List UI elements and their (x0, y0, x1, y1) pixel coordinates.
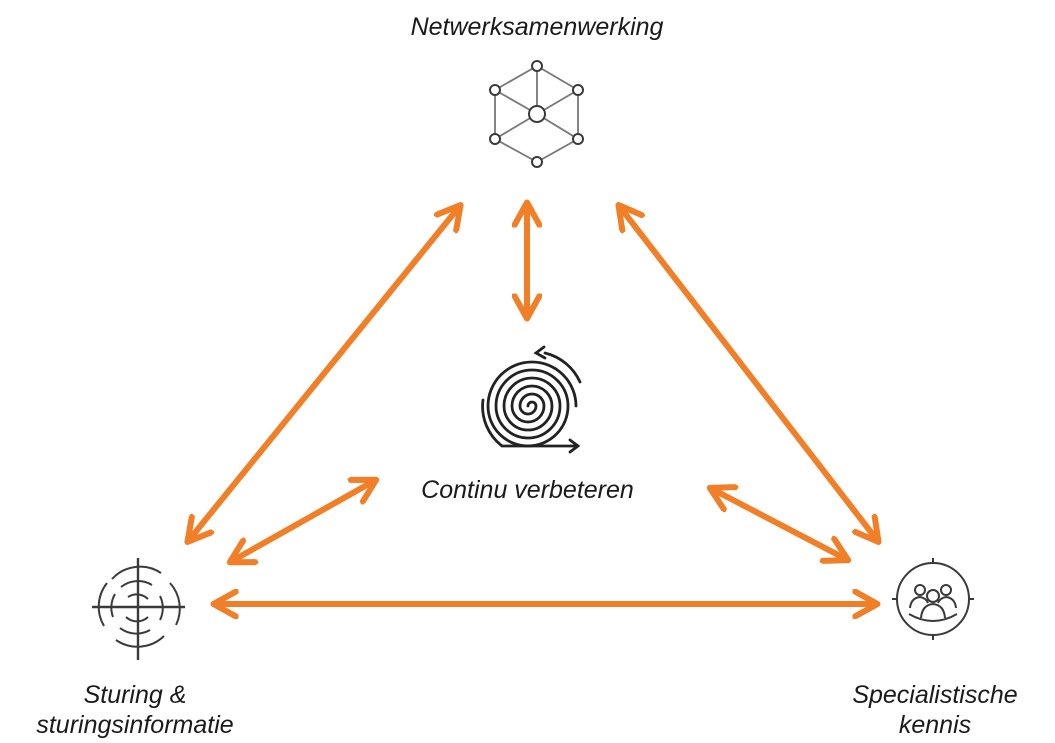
node-label-text: Netwerksamenwerking (410, 13, 664, 41)
node-label-netwerksamenwerking: Netwerksamenwerking (327, 12, 747, 42)
node-label-line2: sturingsinformatie (36, 711, 234, 739)
node-label-line2: kennis (898, 711, 972, 739)
network-icon (489, 60, 584, 168)
target-crosshair-icon (92, 558, 185, 660)
spiral-cycle-icon (481, 345, 582, 454)
node-label-line1: Specialistische (852, 681, 1018, 709)
node-label-line1: Sturing & (83, 681, 187, 709)
arrows (189, 205, 877, 604)
node-label-sturing: Sturing & sturingsinformatie (0, 680, 270, 740)
node-label-specialistische-kennis: Specialistische kennis (815, 680, 1055, 740)
node-label-continu-verbeteren: Continu verbeteren (360, 475, 695, 505)
arrow-center-right (712, 489, 846, 559)
team-group-icon (892, 558, 974, 640)
node-label-text: Continu verbeteren (421, 476, 634, 504)
arrow-center-left (232, 481, 374, 561)
